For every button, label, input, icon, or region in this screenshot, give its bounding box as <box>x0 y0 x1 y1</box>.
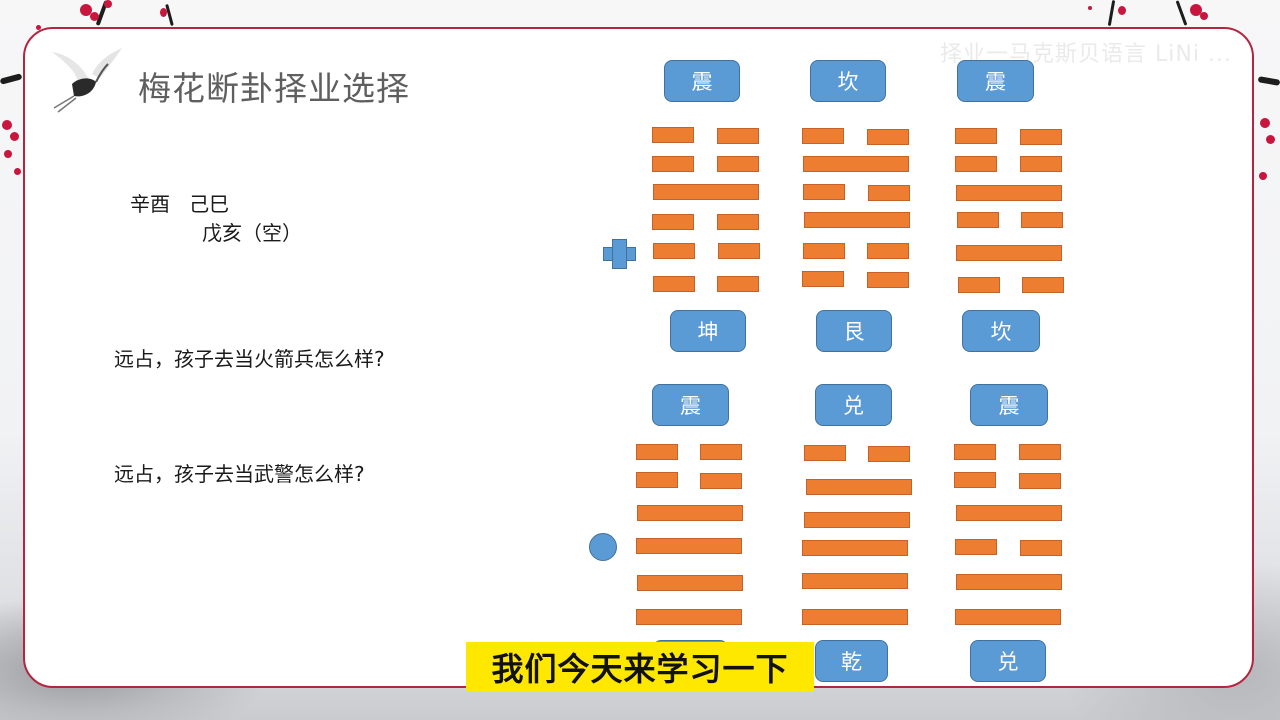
yin-line-right <box>1020 156 1062 172</box>
ganzhi-line-2: 戊亥（空） <box>202 221 302 245</box>
trigram-button-upper-3-bottom[interactable]: 坎 <box>962 310 1040 352</box>
yin-line-right <box>700 473 742 489</box>
trigram-button-lower-1-top[interactable]: 震 <box>652 384 729 426</box>
yin-line-left <box>958 277 1000 293</box>
yin-line-right <box>867 243 909 259</box>
yin-line-left <box>653 276 695 292</box>
yin-line-left <box>955 128 997 144</box>
yin-line-left <box>954 472 996 488</box>
yang-line <box>804 212 910 228</box>
trigram-button-lower-2-bottom[interactable]: 乾 <box>815 640 888 682</box>
question-armed-police: 远占，孩子去当武警怎么样? <box>114 462 365 486</box>
yin-line-right <box>717 276 759 292</box>
yang-line <box>956 505 1062 521</box>
yin-line-right <box>717 128 759 144</box>
trigram-button-lower-2-top[interactable]: 兑 <box>815 384 892 426</box>
yang-line <box>636 538 742 554</box>
yin-line-right <box>700 444 742 460</box>
yang-line <box>802 609 908 625</box>
yin-line-left <box>955 539 997 555</box>
trigram-button-upper-1-top[interactable]: 震 <box>664 60 740 102</box>
yang-line <box>802 540 908 556</box>
yin-line-left <box>802 128 844 144</box>
question-rocket-force: 远占，孩子去当火箭兵怎么样? <box>114 347 385 371</box>
yin-line-right <box>1019 444 1061 460</box>
yang-line <box>637 505 743 521</box>
cross-icon <box>603 239 636 269</box>
yin-line-right <box>867 272 909 288</box>
yang-line <box>955 609 1061 625</box>
yang-line <box>653 184 759 200</box>
video-subtitle: 我们今天来学习一下 <box>466 642 814 692</box>
yin-line-right <box>867 129 909 145</box>
crane-icon <box>52 48 122 113</box>
yang-line <box>806 479 912 495</box>
yin-line-right <box>718 243 760 259</box>
trigram-button-upper-2-top[interactable]: 坎 <box>810 60 886 102</box>
yin-line-left <box>652 156 694 172</box>
yin-line-left <box>653 243 695 259</box>
yang-line <box>956 574 1062 590</box>
trigram-button-upper-3-top[interactable]: 震 <box>957 60 1034 102</box>
ganzhi-line-1: 辛酉 己巳 <box>130 192 230 216</box>
yin-line-right <box>1020 129 1062 145</box>
yin-line-left <box>957 212 999 228</box>
trigram-button-lower-3-top[interactable]: 震 <box>970 384 1048 426</box>
trigram-button-upper-1-bottom[interactable]: 坤 <box>670 310 746 352</box>
yin-line-left <box>652 214 694 230</box>
yin-line-right <box>717 214 759 230</box>
yin-line-left <box>636 472 678 488</box>
yin-line-right <box>1022 277 1064 293</box>
yin-line-left <box>802 271 844 287</box>
yang-line <box>637 575 743 591</box>
yang-line <box>636 609 742 625</box>
yin-line-right <box>868 446 910 462</box>
yang-line <box>803 156 909 172</box>
yin-line-left <box>636 444 678 460</box>
yang-line <box>802 573 908 589</box>
yin-line-left <box>954 444 996 460</box>
yin-line-right <box>1019 473 1061 489</box>
page-title: 梅花断卦择业选择 <box>138 69 410 108</box>
yang-line <box>956 185 1062 201</box>
yin-line-left <box>804 445 846 461</box>
trigram-button-upper-2-bottom[interactable]: 艮 <box>816 310 892 352</box>
yin-line-right <box>717 156 759 172</box>
yin-line-left <box>803 243 845 259</box>
yin-line-right <box>1020 540 1062 556</box>
yang-line <box>804 512 910 528</box>
trigram-button-lower-3-bottom[interactable]: 兑 <box>970 640 1046 682</box>
yin-line-right <box>1021 212 1063 228</box>
yin-line-left <box>652 127 694 143</box>
yang-line <box>956 245 1062 261</box>
circle-icon <box>589 533 617 561</box>
yin-line-right <box>868 185 910 201</box>
yin-line-left <box>803 184 845 200</box>
yin-line-left <box>955 156 997 172</box>
